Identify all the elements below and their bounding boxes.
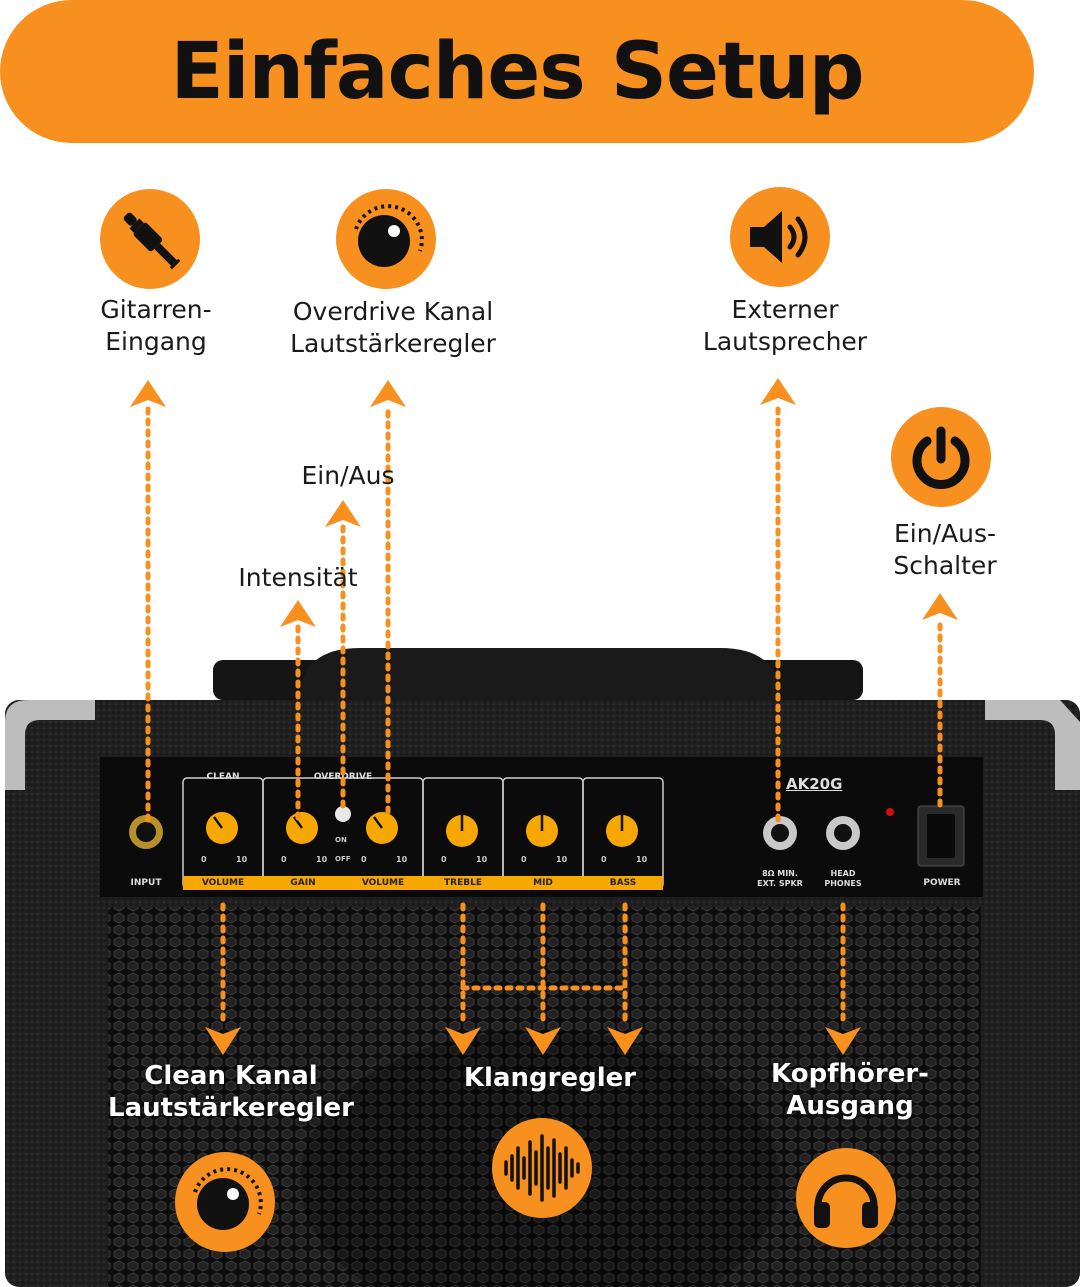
handle (300, 648, 780, 700)
scale-max: 10 (236, 855, 248, 864)
knob-label-treble: TREBLE (444, 878, 482, 888)
label-guitar-input: Gitarren- Eingang (100, 295, 212, 356)
power-label: POWER (923, 878, 961, 888)
guitar-jack-icon (100, 189, 200, 289)
power-led (886, 808, 894, 816)
knob-gain (286, 812, 318, 844)
scale-min: 0 (521, 855, 527, 864)
title-banner: Einfaches Setup (0, 0, 1034, 143)
label-clean-volume: Clean Kanal Lautstärkeregler (108, 1061, 354, 1123)
knob-clean-volume (206, 812, 238, 844)
label-external-speaker: Externer Lautsprecher (702, 295, 868, 356)
scale-min: 0 (281, 855, 287, 864)
knob-bass (606, 815, 638, 847)
knob-label-gain: GAIN (290, 878, 316, 888)
volume-knob-icon (175, 1152, 275, 1252)
knob-label-od-volume: VOLUME (361, 878, 405, 888)
label-intensity: Intensität (238, 563, 358, 592)
section-clean-label: CLEAN (206, 772, 240, 782)
scale-max: 10 (316, 855, 328, 864)
label-overdrive-volume: Overdrive Kanal Lautstärkeregler (290, 297, 496, 358)
knob-mid (526, 815, 558, 847)
scale-min: 0 (441, 855, 447, 864)
knob-label-strip (183, 876, 663, 890)
volume-knob-icon (336, 189, 436, 289)
scale-min: 0 (201, 855, 207, 864)
sound-wave-icon (492, 1118, 592, 1218)
headphones-out-label: HEAD PHONES (824, 869, 862, 888)
scale-max: 10 (556, 855, 568, 864)
switch-overdrive (335, 806, 351, 822)
page-title: Einfaches Setup (170, 26, 864, 117)
input-label: INPUT (130, 878, 162, 888)
knob-label-clean-volume: VOLUME (201, 878, 245, 888)
label-power-switch: Ein/Aus- Schalter (893, 519, 997, 580)
label-headphones: Kopfhörer- Ausgang (771, 1059, 929, 1121)
model-label: AK20G (786, 775, 843, 793)
knob-od-volume (366, 812, 398, 844)
switch-off-label: OFF (335, 855, 351, 863)
section-overdrive-label: OVERDRIVE (313, 772, 373, 782)
scale-min: 0 (361, 855, 367, 864)
speaker-sound-icon (730, 187, 830, 287)
scale-max: 10 (476, 855, 488, 864)
switch-on-label: ON (335, 836, 347, 844)
scale-min: 0 (601, 855, 607, 864)
power-icon (891, 407, 991, 507)
scale-max: 10 (636, 855, 648, 864)
corner-left (5, 700, 95, 790)
headphones-icon (796, 1148, 896, 1248)
corner-right (985, 700, 1080, 790)
knob-label-bass: BASS (609, 878, 637, 888)
knob-label-mid: MID (533, 878, 553, 888)
knob-treble (446, 815, 478, 847)
label-tone-controls: Klangregler (463, 1063, 637, 1093)
label-on-off: Ein/Aus (301, 461, 395, 490)
scale-max: 10 (396, 855, 408, 864)
speaker-out-label: 8Ω MIN. EXT. SPKR (757, 869, 803, 888)
